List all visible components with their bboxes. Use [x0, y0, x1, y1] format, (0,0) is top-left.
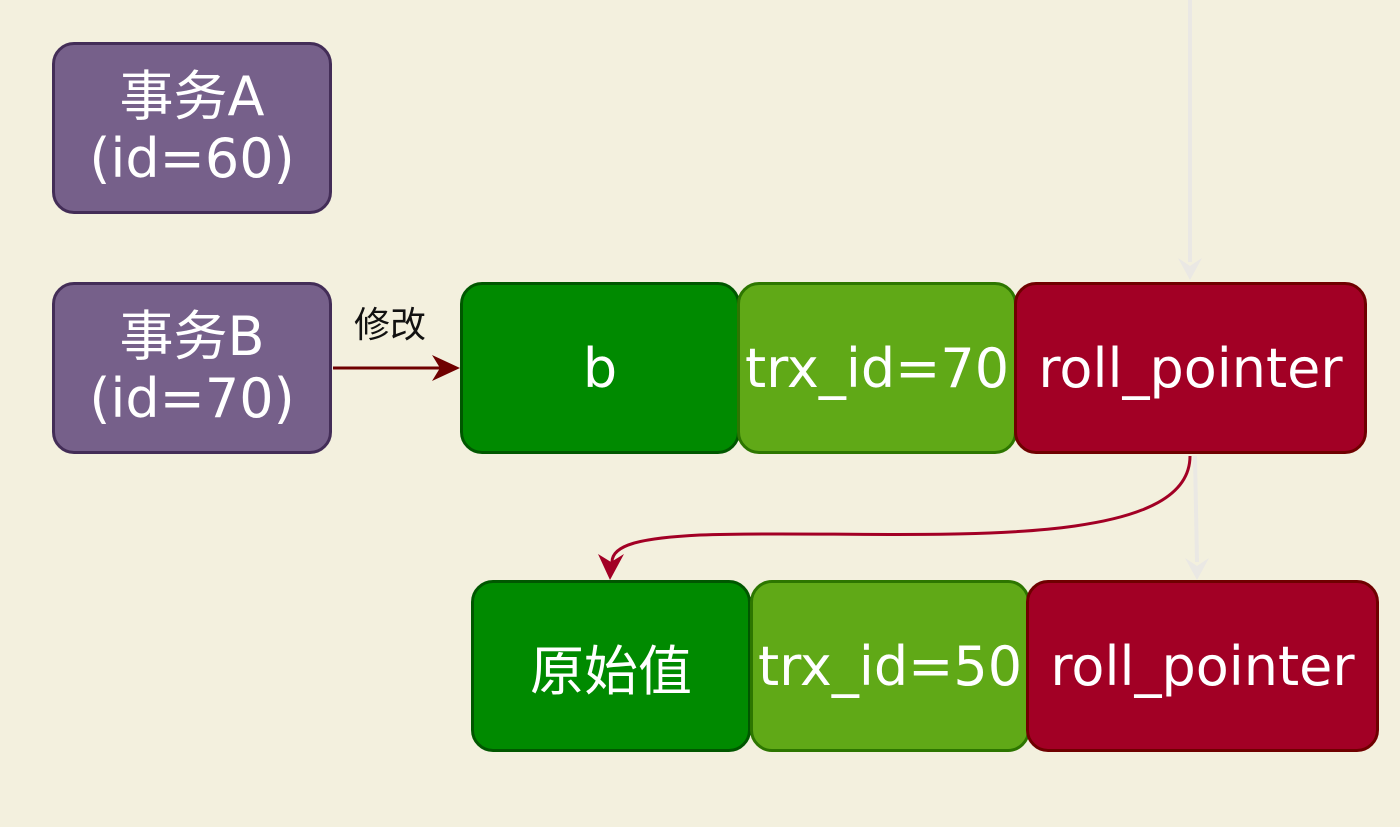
faint-arrowhead-middle	[1185, 558, 1209, 580]
roll-pointer-arrowhead	[598, 554, 624, 580]
undo-roll-pointer-cell: roll_pointer	[1026, 580, 1379, 752]
faint-line-middle	[1193, 455, 1199, 563]
faint-arrowhead-top	[1178, 258, 1202, 280]
current-roll-pointer-cell: roll_pointer	[1014, 282, 1367, 454]
transaction-b-title: 事务B	[119, 304, 265, 368]
current-value-cell: b	[460, 282, 740, 454]
undo-value-cell: 原始值	[471, 580, 751, 752]
transaction-a-title: 事务A	[119, 64, 265, 128]
undo-trx-id-cell: trx_id=50	[750, 580, 1030, 752]
transaction-a-id: (id=60)	[89, 127, 295, 190]
transaction-b-box: 事务B (id=70)	[52, 282, 332, 454]
modify-label: 修改	[354, 305, 427, 346]
current-trx-id-cell: trx_id=70	[737, 282, 1017, 454]
modify-arrowhead	[432, 355, 460, 381]
transaction-a-box: 事务A (id=60)	[52, 42, 332, 214]
roll-pointer-arrow	[610, 455, 1192, 563]
transaction-b-id: (id=70)	[89, 367, 295, 430]
